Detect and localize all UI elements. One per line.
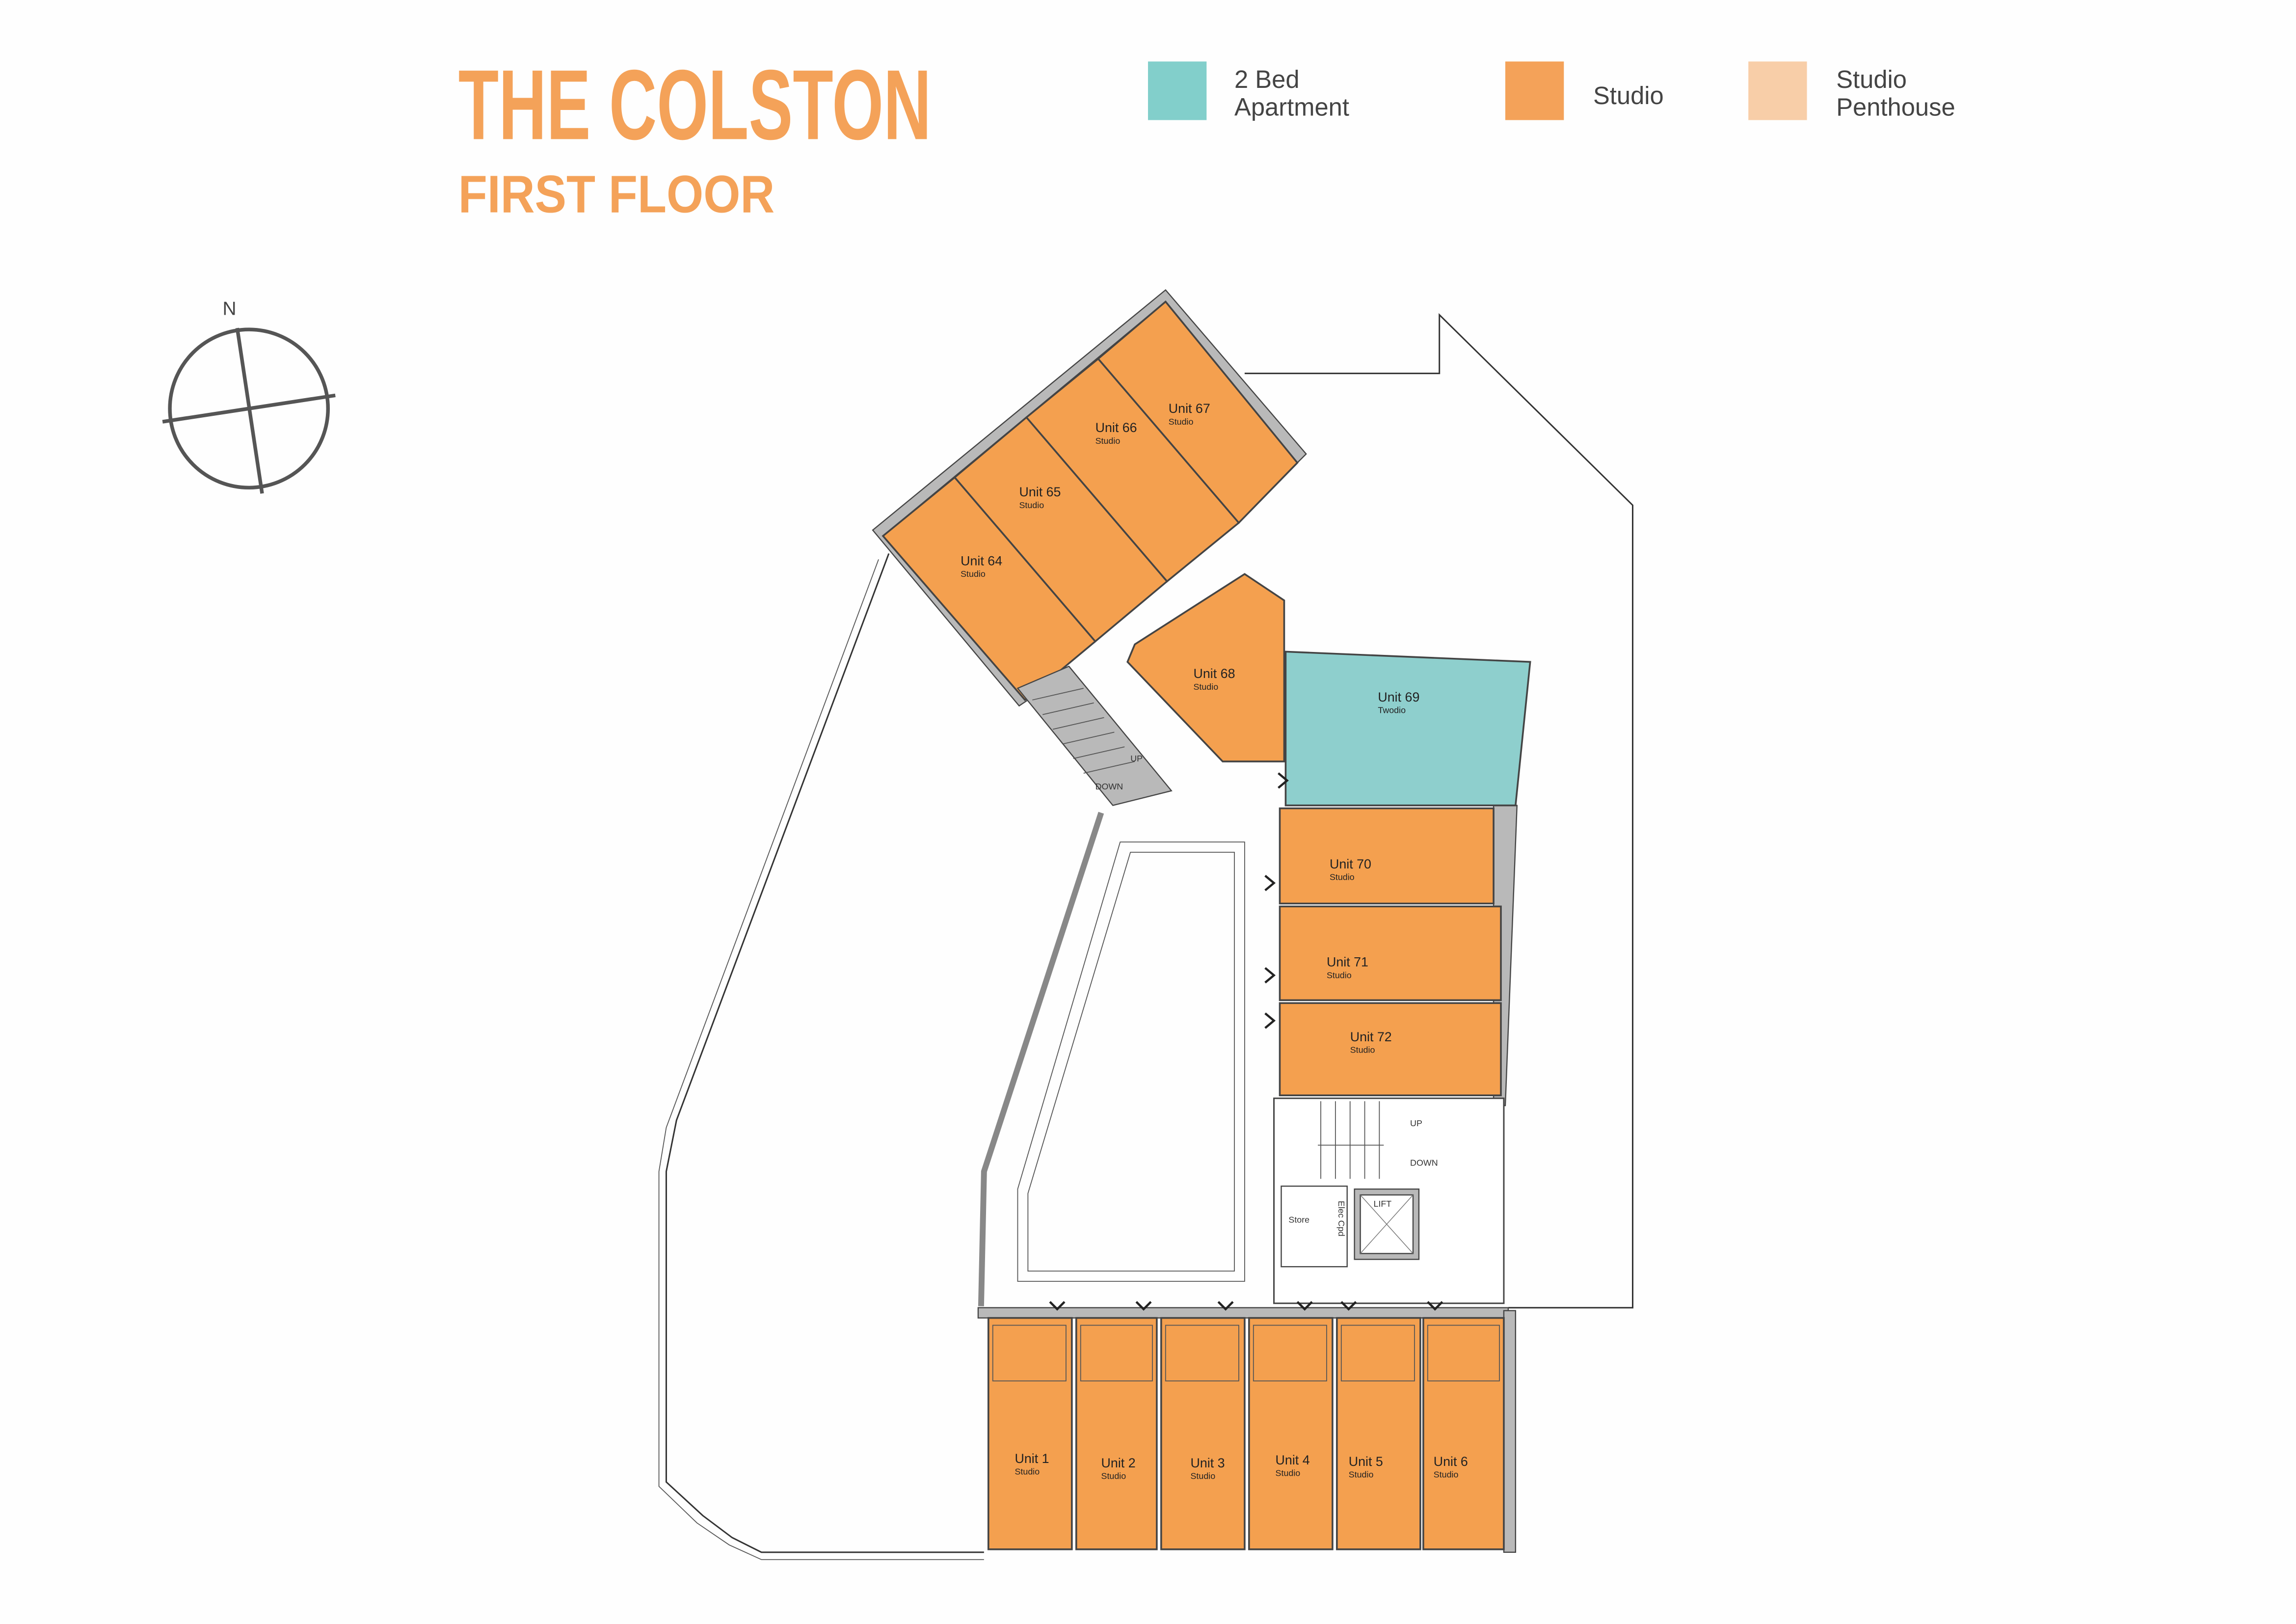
unit-5-label: Unit 5 [1349, 1454, 1383, 1469]
west-stair-up: UP [1130, 754, 1143, 763]
unit-69-type: Twodio [1378, 705, 1406, 715]
core-stair-down: DOWN [1410, 1158, 1438, 1167]
unit-2[interactable] [1075, 1317, 1158, 1550]
unit-2-label: Unit 2 [1101, 1456, 1136, 1470]
south-wing-east-wall [1503, 1310, 1517, 1553]
unit-67-type: Studio [1169, 417, 1194, 427]
west-courtyard-wall [978, 812, 1104, 1306]
unit-72[interactable] [1279, 1002, 1502, 1096]
unit-67[interactable] [1097, 300, 1299, 524]
unit-1[interactable] [988, 1317, 1073, 1550]
courtyard [1017, 841, 1245, 1282]
unit-64-label: Unit 64 [961, 553, 1002, 568]
unit-4-label: Unit 4 [1276, 1453, 1310, 1467]
unit-4-type: Studio [1276, 1468, 1301, 1478]
lift-label: LIFT [1373, 1199, 1391, 1209]
stair-lift-core: UP DOWN Store Elec Cpd LIFT [1273, 1097, 1505, 1304]
legend-swatch-studio [1505, 61, 1564, 120]
legend-label-studio: Studio [1593, 81, 1664, 109]
unit-5[interactable] [1336, 1317, 1421, 1550]
unit-72-type: Studio [1350, 1045, 1375, 1055]
unit-4[interactable] [1248, 1317, 1334, 1550]
legend-label-2bed-line1: 2 Bed [1234, 65, 1300, 93]
unit-70[interactable] [1279, 807, 1495, 905]
unit-64-type: Studio [961, 569, 986, 579]
unit-70-label: Unit 70 [1330, 857, 1371, 871]
elec-cupboard-label: Elec Cpd [1336, 1201, 1346, 1237]
legend-label-penthouse-line2: Penthouse [1836, 93, 1955, 121]
west-stair: UP DOWN [1016, 665, 1173, 806]
north-compass-icon: N [162, 298, 336, 494]
unit-1-label: Unit 1 [1015, 1451, 1049, 1466]
site-boundary-west [665, 553, 984, 1553]
site-boundary-west-inner [658, 559, 984, 1560]
unit-65-label: Unit 65 [1019, 485, 1061, 499]
legend-label-2bed-line2: Apartment [1234, 93, 1349, 121]
legend-label-penthouse-line1: Studio [1836, 65, 1907, 93]
unit-labels: Unit 64 Studio Unit 65 Studio Unit 66 St… [961, 401, 1468, 1481]
unit-bathrooms [992, 1325, 1500, 1381]
unit-71-type: Studio [1327, 971, 1352, 980]
entrance-arrow-icons [1049, 772, 1443, 1311]
unit-68-label: Unit 68 [1193, 666, 1235, 681]
unit-65-type: Studio [1019, 500, 1044, 510]
unit-3[interactable] [1160, 1317, 1246, 1550]
unit-71-label: Unit 71 [1327, 955, 1368, 970]
floor-subtitle: FIRST FLOOR [458, 165, 774, 224]
unit-2-type: Studio [1101, 1471, 1126, 1481]
unit-71[interactable] [1279, 905, 1502, 1001]
core-stair-up: UP [1410, 1118, 1422, 1128]
unit-69-label: Unit 69 [1378, 690, 1419, 704]
unit-5-type: Studio [1349, 1470, 1374, 1480]
courtyard-inner [1027, 852, 1235, 1272]
compass-north-label: N [222, 298, 236, 319]
legend: 2 Bed Apartment Studio Studio Penthouse [1148, 61, 1955, 121]
legend-swatch-penthouse [1748, 61, 1807, 120]
unit-6[interactable] [1422, 1317, 1505, 1550]
unit-1-type: Studio [1015, 1467, 1040, 1477]
west-stair-down: DOWN [1095, 782, 1123, 791]
unit-70-type: Studio [1330, 872, 1355, 882]
store-label: Store [1288, 1215, 1309, 1225]
unit-6-type: Studio [1434, 1470, 1459, 1480]
unit-6-label: Unit 6 [1434, 1454, 1468, 1469]
unit-3-type: Studio [1191, 1471, 1216, 1481]
legend-swatch-2bed [1148, 61, 1207, 120]
site-boundary-east [1244, 313, 1634, 1309]
unit-66-type: Studio [1095, 436, 1121, 446]
unit-66-label: Unit 66 [1095, 420, 1137, 435]
unit-69[interactable] [1284, 650, 1531, 807]
unit-3-label: Unit 3 [1191, 1456, 1225, 1470]
building-title: THE COLSTON [458, 49, 932, 160]
unit-72-label: Unit 72 [1350, 1029, 1392, 1044]
unit-67-label: Unit 67 [1169, 401, 1210, 416]
unit-68-type: Studio [1193, 682, 1218, 692]
unit-68[interactable] [1126, 573, 1285, 762]
